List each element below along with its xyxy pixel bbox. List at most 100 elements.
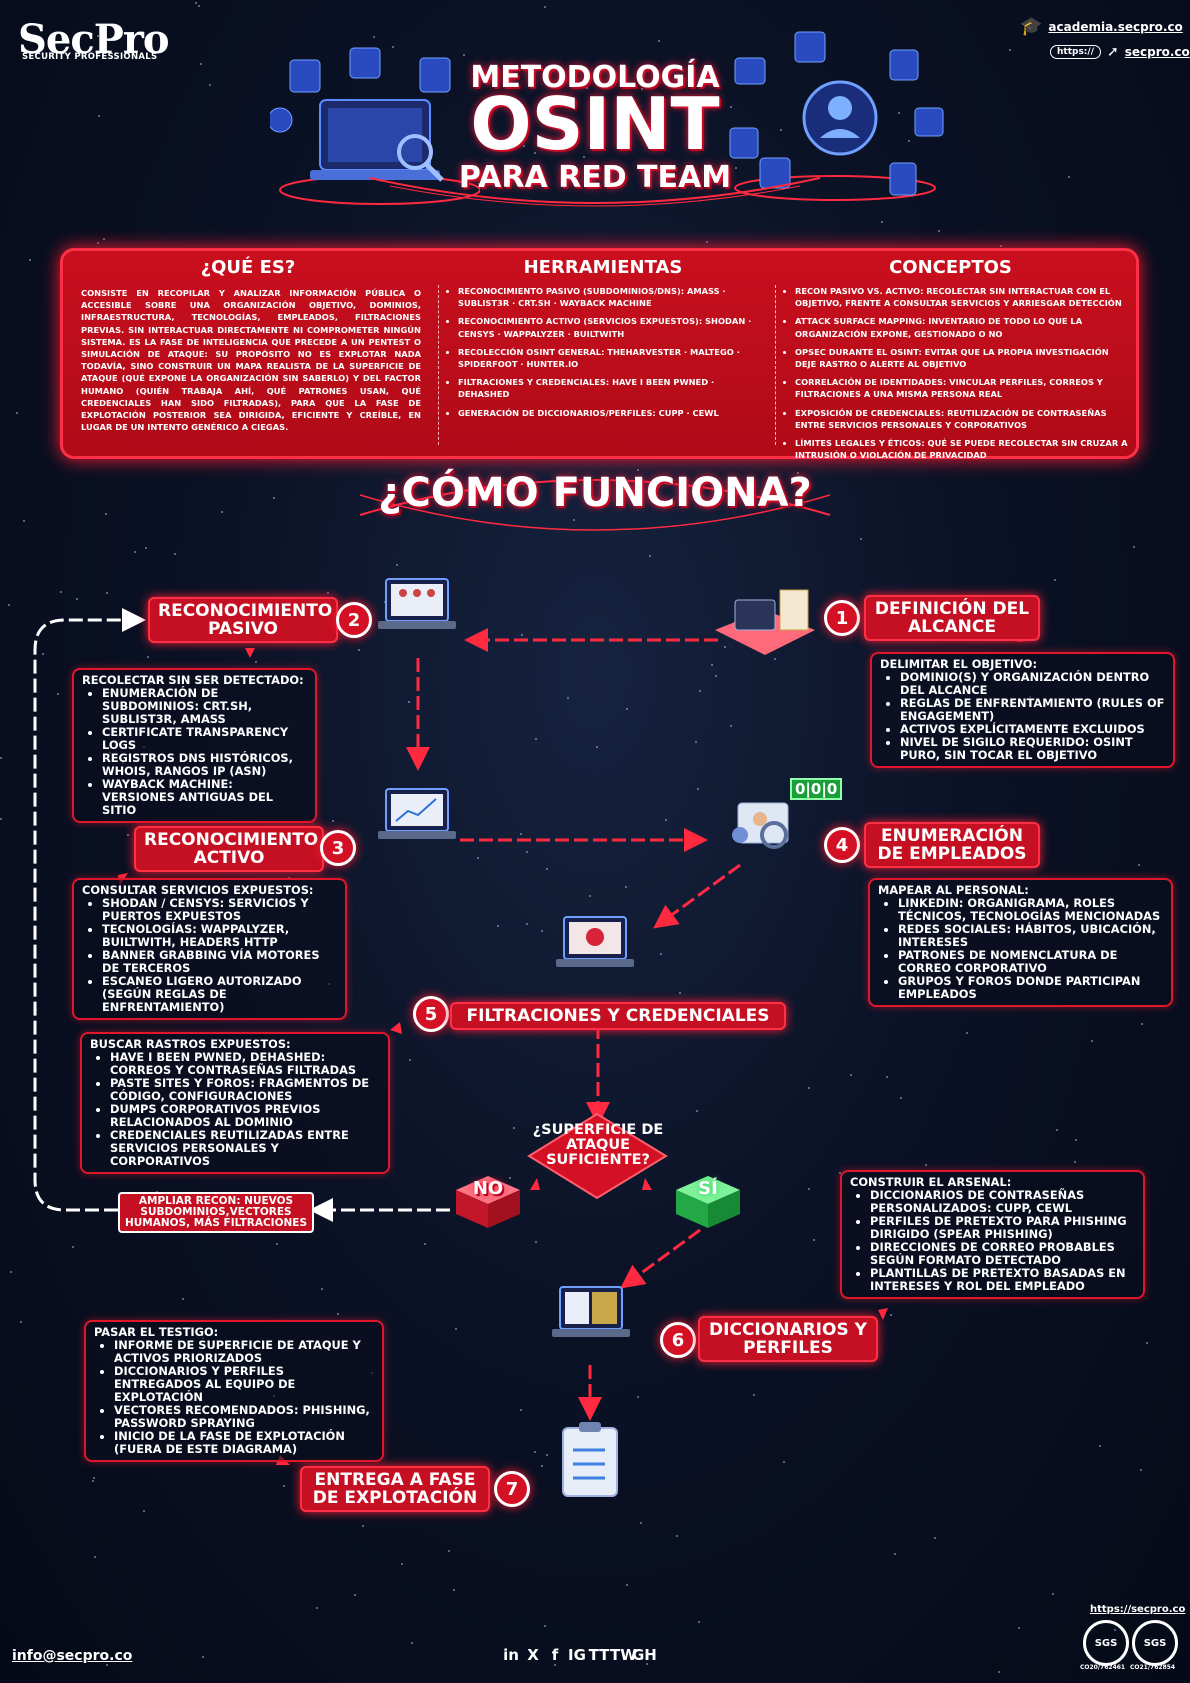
star bbox=[182, 1298, 185, 1301]
tiktok-icon[interactable]: TT bbox=[588, 1646, 610, 1664]
star bbox=[676, 1534, 679, 1537]
star bbox=[543, 1624, 546, 1627]
contact-email[interactable]: info@secpro.co bbox=[12, 1648, 133, 1664]
star bbox=[640, 88, 643, 91]
step-box-heading: Mapear al personal: bbox=[878, 883, 1029, 897]
star bbox=[106, 1664, 109, 1667]
star bbox=[753, 1393, 756, 1396]
star bbox=[105, 592, 108, 595]
step-5-details: Buscar rastros expuestos:Have I Been Pwn… bbox=[80, 1032, 390, 1174]
star bbox=[94, 1556, 97, 1559]
laptop-network-illustration bbox=[270, 47, 480, 205]
star bbox=[695, 1110, 698, 1113]
star bbox=[1000, 244, 1003, 247]
star bbox=[522, 126, 525, 129]
star bbox=[408, 700, 411, 703]
step-1-details: Delimitar el objetivo:Dominio(s) y organ… bbox=[870, 652, 1175, 768]
star bbox=[453, 1589, 456, 1592]
star bbox=[283, 1485, 286, 1488]
star bbox=[454, 1328, 457, 1331]
step-box-heading: Buscar rastros expuestos: bbox=[90, 1037, 291, 1051]
step-box-item: Registros DNS históricos, WHOIS, rangos … bbox=[102, 752, 307, 778]
star bbox=[96, 241, 99, 244]
info-panel: ¿QUÉ ES? Consiste en recopilar y analiza… bbox=[60, 248, 1139, 460]
star bbox=[200, 62, 203, 65]
step-box-item: Wayback Machine: versiones antiguas del … bbox=[102, 778, 307, 817]
title-underline-arcs bbox=[369, 177, 821, 207]
star bbox=[572, 518, 575, 521]
star bbox=[320, 1287, 323, 1290]
star bbox=[1018, 1626, 1021, 1629]
step-box-heading: Delimitar el objetivo: bbox=[880, 657, 1037, 671]
star bbox=[76, 597, 79, 600]
star bbox=[409, 1059, 412, 1062]
step-box-heading: Pasar el testigo: bbox=[94, 1325, 219, 1339]
star bbox=[1137, 864, 1140, 867]
star bbox=[1099, 1445, 1102, 1448]
star bbox=[392, 46, 395, 49]
star bbox=[525, 923, 528, 926]
site-link-row[interactable]: https:// ➚ secpro.co bbox=[1050, 44, 1190, 60]
star bbox=[813, 1238, 816, 1241]
step-5-number: 5 bbox=[413, 996, 449, 1032]
star bbox=[127, 833, 130, 836]
step-box-item: Diccionarios y perfiles entregados al eq… bbox=[114, 1365, 374, 1404]
star bbox=[723, 645, 726, 648]
star bbox=[97, 35, 99, 38]
step-box-item: Grupos y foros donde participan empleado… bbox=[898, 975, 1163, 1001]
star bbox=[15, 412, 18, 415]
step-box-item: Shodan / Censys: servicios y puertos exp… bbox=[102, 897, 337, 923]
step-1-number: 1 bbox=[824, 600, 860, 636]
site-link[interactable]: secpro.co bbox=[1124, 45, 1190, 59]
facebook-icon[interactable]: f bbox=[551, 1646, 559, 1664]
star bbox=[144, 547, 147, 550]
star bbox=[520, 1408, 523, 1411]
step-box-list: Informe de superficie de ataque y activo… bbox=[94, 1339, 374, 1456]
no-label: NO bbox=[472, 1178, 504, 1199]
github-icon[interactable]: GH bbox=[632, 1646, 657, 1664]
star bbox=[545, 867, 548, 870]
star bbox=[582, 156, 585, 159]
step-box-item: Vectores recomendados: phishing, passwor… bbox=[114, 1404, 374, 1430]
star bbox=[8, 604, 11, 607]
star bbox=[890, 1314, 893, 1317]
star bbox=[316, 1606, 319, 1609]
step-box-item: Banner grabbing vía motores de terceros bbox=[102, 949, 337, 975]
x-icon[interactable]: X bbox=[527, 1646, 539, 1664]
linkedin-icon[interactable]: in bbox=[503, 1646, 519, 1664]
secpro-logo: SecPro bbox=[18, 16, 170, 63]
decision-question: ¿SUPERFICIE DE ATAQUE SUFICIENTE? bbox=[532, 1122, 664, 1168]
star bbox=[715, 674, 718, 677]
loop-label: AMPLIAR RECON: NUEVOS SUBDOMINIOS,VECTOR… bbox=[118, 1192, 314, 1233]
star bbox=[625, 885, 628, 888]
how-heading: ¿CÓMO FUNCIONA? bbox=[378, 470, 812, 516]
step-box-list: Dominio(s) y organización dentro del alc… bbox=[880, 671, 1165, 762]
step-box-item: Tecnologías: Wappalyzer, BuiltWith, head… bbox=[102, 923, 337, 949]
concept-item: Correlación de identidades: vincular per… bbox=[795, 376, 1130, 400]
twitch-icon[interactable]: TW bbox=[610, 1646, 637, 1664]
instagram-icon[interactable]: IG bbox=[568, 1646, 586, 1664]
star bbox=[255, 661, 258, 664]
star bbox=[1145, 1341, 1148, 1344]
star bbox=[543, 6, 546, 9]
star bbox=[195, 1, 198, 4]
step-box-item: Perfiles de pretexto para phishing dirig… bbox=[870, 1215, 1135, 1241]
logo-tagline: SECURITY PROFESSIONALS bbox=[22, 52, 158, 62]
star bbox=[553, 1664, 556, 1666]
step-7-number: 7 bbox=[494, 1471, 530, 1507]
step-box-item: Paste sites y foros: fragmentos de códig… bbox=[110, 1077, 380, 1103]
laptop-active-recon-icon bbox=[378, 788, 456, 839]
academy-link-row[interactable]: 🎓 academia.secpro.co bbox=[1020, 16, 1183, 37]
footer-site-link[interactable]: https://secpro.co bbox=[1090, 1604, 1186, 1615]
star bbox=[796, 471, 799, 474]
star bbox=[525, 850, 528, 853]
star bbox=[276, 1243, 279, 1246]
star bbox=[925, 1164, 928, 1167]
star bbox=[273, 497, 276, 500]
star bbox=[93, 1476, 96, 1479]
step-box-item: Reglas de enfrentamiento (rules of engag… bbox=[900, 697, 1165, 723]
star bbox=[202, 1655, 205, 1658]
academy-link[interactable]: academia.secpro.co bbox=[1048, 19, 1183, 34]
star bbox=[1140, 1023, 1143, 1026]
star bbox=[519, 832, 522, 835]
